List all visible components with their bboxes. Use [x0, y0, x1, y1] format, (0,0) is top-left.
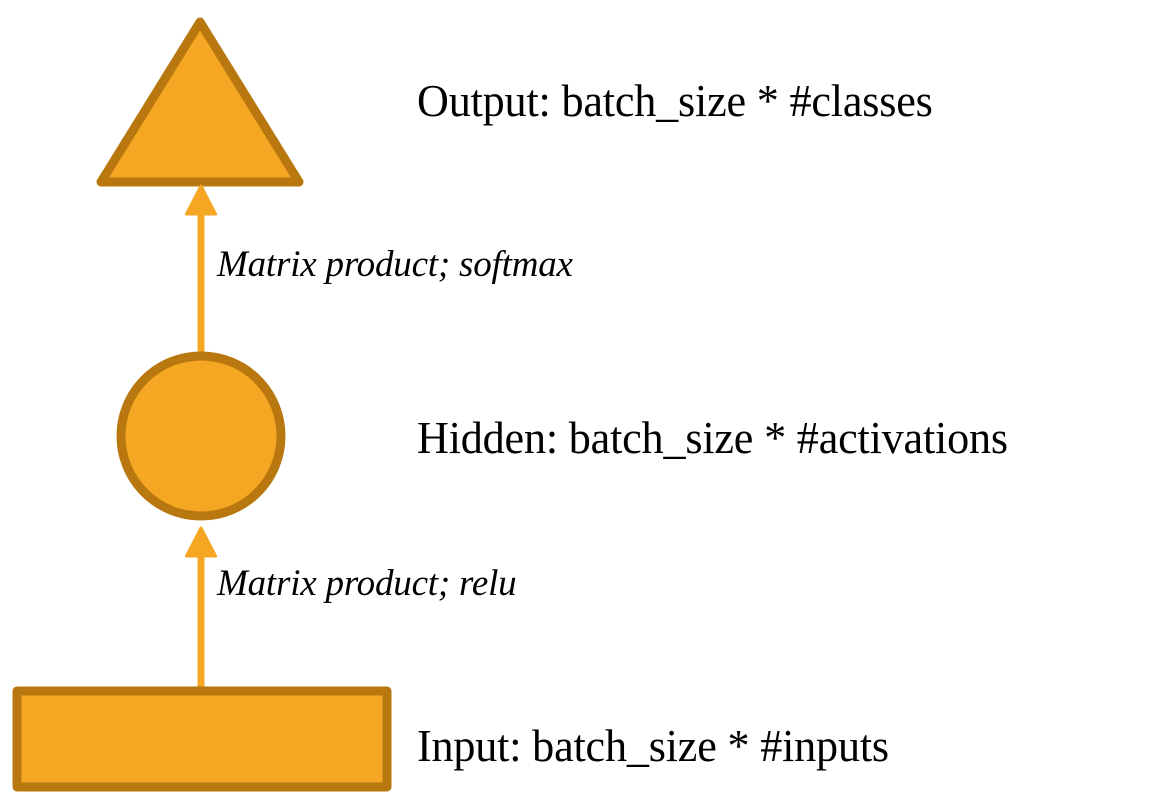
node-output-triangle[interactable]	[96, 17, 304, 187]
node-hidden-label: Hidden: batch_size * #activations	[417, 412, 1008, 463]
node-output-label: Output: batch_size * #classes	[417, 75, 933, 126]
node-hidden-circle[interactable]	[116, 351, 286, 521]
edge-input-to-hidden-label: Matrix product; relu	[217, 563, 517, 604]
node-input-rectangle[interactable]	[12, 686, 392, 792]
edge-hidden-to-output-arrow[interactable]	[185, 184, 217, 354]
edge-hidden-to-output-label: Matrix product; softmax	[217, 244, 573, 285]
node-input-label: Input: batch_size * #inputs	[417, 720, 889, 771]
edge-input-to-hidden-arrow[interactable]	[185, 526, 217, 690]
